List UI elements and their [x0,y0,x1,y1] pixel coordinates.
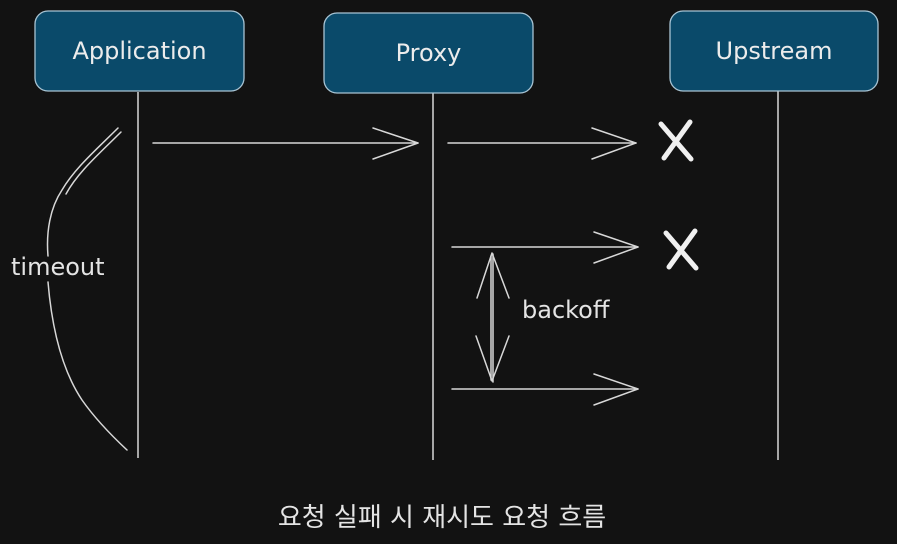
message-app-to-proxy [152,127,419,160]
actor-upstream-box [669,10,879,92]
actor-upstream: Upstream [669,10,879,92]
actor-proxy-label: Proxy [396,39,462,67]
arrowhead [475,335,510,382]
diagram-caption: 요청 실패 시 재시도 요청 흐름 [278,503,606,533]
backoff-label: backoff [522,296,610,324]
message-proxy-to-upstream-2 [451,231,639,264]
backoff-arrow [475,252,510,383]
arrowhead [476,252,510,299]
actor-proxy-box [323,12,534,94]
arrowhead [591,127,637,160]
message-proxy-to-upstream-1 [447,127,637,160]
arrowhead [593,231,639,264]
arrowhead [372,127,419,160]
x-mark-icon [663,228,699,271]
message-proxy-to-upstream-3 [451,373,639,406]
actor-application: Application [34,10,245,92]
actor-application-box [34,10,245,92]
actor-upstream-label: Upstream [716,37,833,65]
x-mark-icon [658,119,694,162]
timeout-brace [46,127,128,451]
actor-proxy: Proxy [323,12,534,94]
timeout-label: timeout [11,253,105,281]
arrowhead [593,373,639,406]
actor-application-label: Application [72,37,206,65]
